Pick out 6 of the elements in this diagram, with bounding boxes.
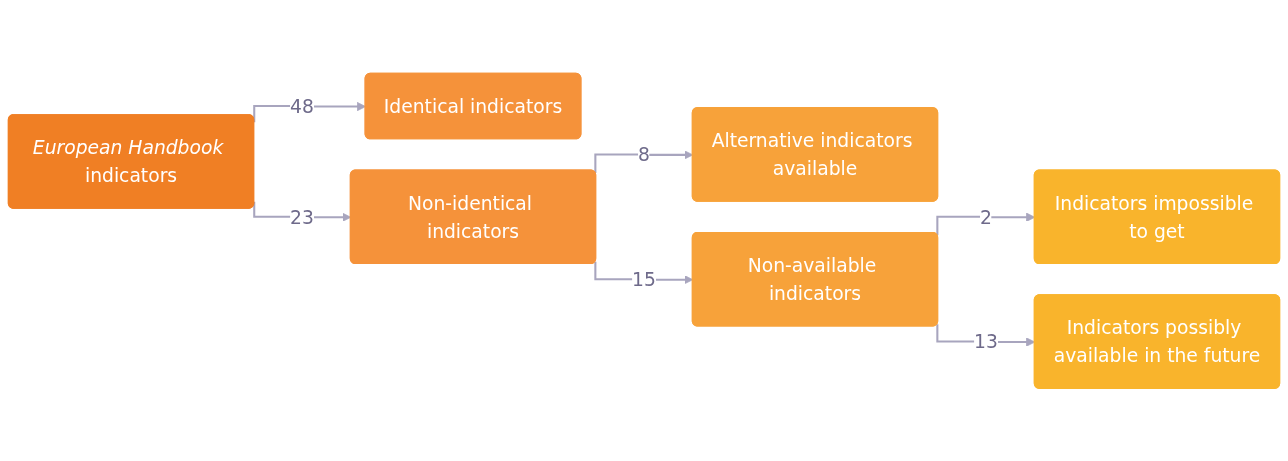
edge-label: 48 bbox=[290, 94, 314, 117]
edge-label: 13 bbox=[974, 330, 998, 353]
edge-label: 23 bbox=[290, 205, 314, 228]
edge-label: 2 bbox=[980, 205, 992, 228]
edge-label: 8 bbox=[638, 143, 650, 165]
edge-label: 15 bbox=[632, 267, 656, 290]
